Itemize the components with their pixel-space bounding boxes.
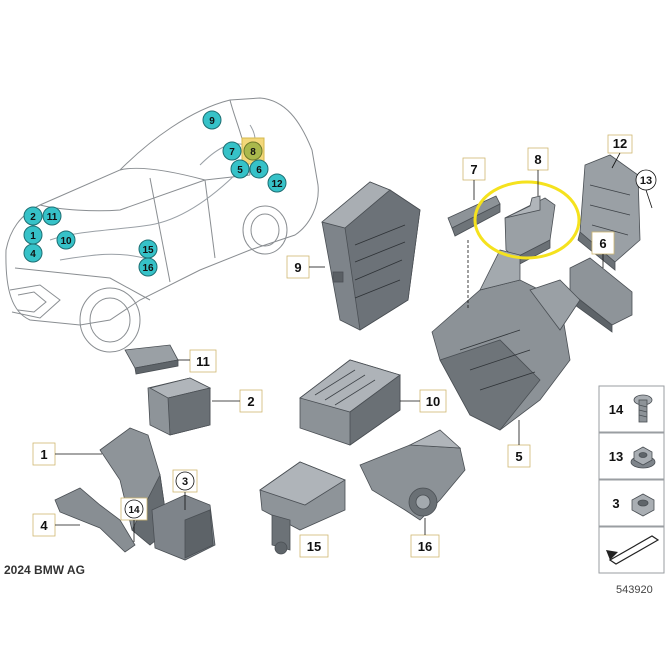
svg-text:9: 9 bbox=[209, 116, 215, 127]
copyright-label: 2024 BMW AG bbox=[4, 563, 85, 577]
callout-11[interactable]: 11 bbox=[178, 349, 217, 373]
callout-layer: 12 13 7 8 6 9 bbox=[32, 134, 657, 558]
legend-row-13[interactable]: 13 bbox=[609, 446, 656, 469]
callout-4[interactable]: 4 bbox=[32, 513, 80, 537]
vehicle-marker-15[interactable]: 15 bbox=[138, 239, 158, 259]
part-11-bracket[interactable] bbox=[124, 344, 179, 375]
svg-text:7: 7 bbox=[470, 162, 477, 177]
svg-text:8: 8 bbox=[534, 152, 541, 167]
svg-text:10: 10 bbox=[426, 394, 440, 409]
callout-8[interactable]: 8 bbox=[527, 147, 549, 196]
part-10-control-module[interactable] bbox=[299, 359, 401, 446]
svg-text:8: 8 bbox=[250, 147, 256, 158]
callout-7[interactable]: 7 bbox=[462, 157, 486, 310]
svg-text:13: 13 bbox=[640, 175, 652, 187]
callout-9[interactable]: 9 bbox=[286, 255, 325, 279]
callout-15[interactable]: 15 bbox=[299, 534, 329, 558]
svg-text:12: 12 bbox=[613, 136, 627, 151]
svg-text:15: 15 bbox=[307, 539, 321, 554]
svg-text:4: 4 bbox=[30, 249, 36, 260]
part-4-mounting-bracket[interactable] bbox=[54, 487, 136, 553]
svg-text:14: 14 bbox=[609, 402, 624, 417]
svg-text:1: 1 bbox=[40, 447, 47, 462]
vehicle-marker-16[interactable]: 16 bbox=[138, 257, 158, 277]
svg-text:5: 5 bbox=[237, 165, 243, 176]
vehicle-marker-8-highlighted[interactable]: 8 bbox=[241, 137, 265, 165]
svg-text:10: 10 bbox=[60, 236, 72, 247]
svg-text:3: 3 bbox=[182, 476, 188, 488]
part-6-bracket[interactable] bbox=[567, 257, 633, 333]
callout-3-circled[interactable]: 3 bbox=[172, 469, 198, 510]
svg-text:7: 7 bbox=[229, 147, 235, 158]
diagram-number: 543920 bbox=[616, 584, 653, 596]
wedge-arrow-icon bbox=[606, 535, 660, 565]
callout-14-circled[interactable]: 14 bbox=[120, 497, 148, 542]
vehicle-marker-11[interactable]: 11 bbox=[42, 206, 62, 226]
callout-6[interactable]: 6 bbox=[591, 231, 615, 268]
legend-row-3[interactable]: 3 bbox=[612, 493, 655, 517]
vehicle-marker-10[interactable]: 10 bbox=[56, 230, 76, 250]
svg-text:5: 5 bbox=[515, 449, 522, 464]
fastener-legend bbox=[598, 385, 665, 574]
svg-text:11: 11 bbox=[47, 212, 58, 223]
part-8-cover[interactable] bbox=[504, 195, 556, 267]
svg-text:6: 6 bbox=[599, 236, 606, 251]
callout-12[interactable]: 12 bbox=[607, 134, 633, 169]
part-2-relay-holder[interactable] bbox=[147, 377, 212, 436]
hex-nut-flange-icon bbox=[630, 446, 656, 469]
vehicle-marker-9[interactable]: 9 bbox=[202, 110, 222, 130]
svg-text:6: 6 bbox=[256, 165, 262, 176]
callout-2[interactable]: 2 bbox=[212, 389, 263, 413]
parts-layer bbox=[54, 154, 641, 561]
vehicle-marker-5[interactable]: 5 bbox=[230, 159, 250, 179]
callout-16[interactable]: 16 bbox=[410, 518, 440, 558]
legend-row-14[interactable]: 14 bbox=[609, 394, 653, 423]
vehicle-outline bbox=[5, 97, 319, 353]
svg-text:13: 13 bbox=[609, 449, 623, 464]
part-5-fusebox-carrier[interactable] bbox=[431, 249, 581, 431]
callout-10[interactable]: 10 bbox=[400, 389, 447, 413]
bolt-icon bbox=[633, 394, 653, 423]
svg-text:16: 16 bbox=[142, 263, 154, 274]
vehicle-marker-7[interactable]: 7 bbox=[222, 141, 242, 161]
svg-text:2: 2 bbox=[30, 212, 36, 223]
hex-nut-icon bbox=[631, 493, 655, 517]
svg-text:16: 16 bbox=[418, 539, 432, 554]
callout-5[interactable]: 5 bbox=[507, 420, 531, 468]
vehicle-marker-12[interactable]: 12 bbox=[267, 173, 287, 193]
part-16-jump-start-terminal[interactable] bbox=[359, 429, 466, 521]
part-15-distributor[interactable] bbox=[259, 461, 346, 555]
vehicle-marker-6[interactable]: 6 bbox=[249, 159, 269, 179]
svg-text:12: 12 bbox=[271, 179, 283, 190]
svg-text:14: 14 bbox=[128, 505, 140, 516]
svg-text:3: 3 bbox=[612, 496, 619, 511]
part-1-cable-duct[interactable] bbox=[99, 427, 169, 546]
selection-ring bbox=[473, 180, 581, 260]
svg-text:11: 11 bbox=[196, 354, 210, 369]
vehicle-marker-layer: 9 7 8 5 6 12 2 11 bbox=[23, 110, 287, 277]
svg-text:15: 15 bbox=[142, 245, 154, 256]
svg-text:2: 2 bbox=[247, 394, 254, 409]
svg-text:9: 9 bbox=[294, 260, 301, 275]
part-9-control-unit[interactable] bbox=[321, 181, 421, 331]
callout-13-circled[interactable]: 13 bbox=[635, 169, 657, 209]
vehicle-marker-2[interactable]: 2 bbox=[23, 206, 43, 226]
vehicle-marker-1[interactable]: 1 bbox=[23, 225, 43, 245]
vehicle-marker-4[interactable]: 4 bbox=[23, 243, 43, 263]
callout-1[interactable]: 1 bbox=[32, 442, 102, 466]
svg-text:4: 4 bbox=[40, 518, 48, 533]
svg-text:1: 1 bbox=[30, 231, 36, 242]
